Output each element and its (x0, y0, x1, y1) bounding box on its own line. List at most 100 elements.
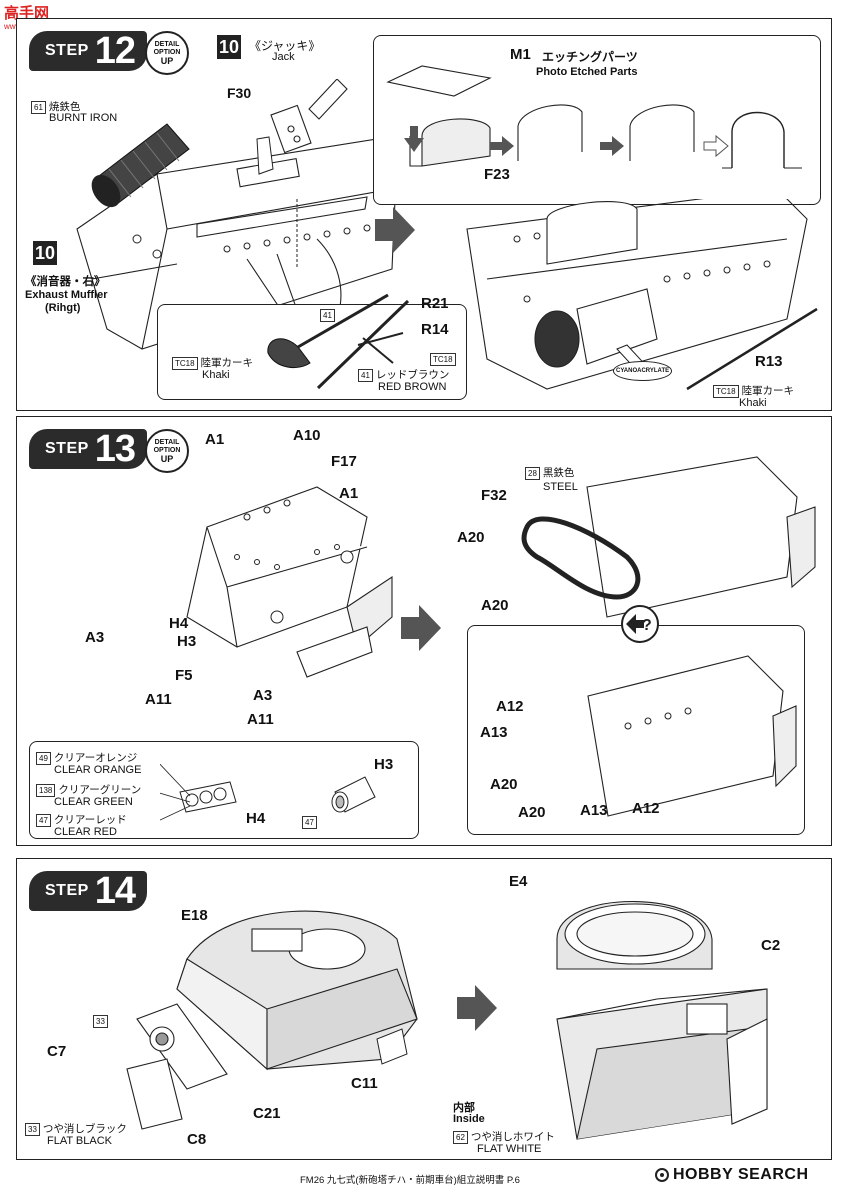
detail-top: DETAIL (154, 439, 180, 446)
alt-part-a12-top: A12 (496, 698, 524, 715)
code-33-box: 33 (93, 1015, 108, 1028)
green-jp-text: クリアーグリーン (58, 784, 142, 796)
lens-code-47: 47 (302, 816, 320, 829)
photo-etch-callout: M1 エッチングパーツ Photo Etched Parts F23 (373, 35, 821, 205)
detail-bot: UP (160, 56, 174, 66)
glue-icon: CYANOACRYLATE (613, 361, 673, 381)
detail-mid: OPTION (153, 49, 181, 56)
detail-mid: OPTION (153, 447, 181, 454)
code-41-red-box: 41 (358, 368, 373, 382)
detail-up-badge: DETAIL OPTION UP (145, 429, 189, 473)
flat-white-en: FLAT WHITE (477, 1143, 542, 1155)
lens-part-h4: H4 (246, 810, 266, 827)
hobby-search-logo: HOBBY SEARCH (655, 1166, 809, 1184)
alternative-option-callout: ? A12 A13 A20 A20 A13 A12 (467, 605, 805, 835)
part-a20-upper: A20 (457, 529, 485, 546)
muffler-jp: 《消音器・右》 (25, 276, 106, 288)
step-12-arrow (375, 207, 415, 253)
step-number: 12 (94, 29, 136, 72)
tc18-khaki-box: TC18 (172, 356, 198, 370)
part-c7: C7 (47, 1043, 67, 1060)
jack-en-label: Jack (272, 51, 295, 63)
shovel-tool-drawing (267, 293, 410, 390)
part-h3: H3 (177, 633, 197, 650)
part-a1-right: A1 (339, 485, 359, 502)
jack-number-box: 10 (217, 35, 241, 59)
burnt-iron-jp-text: 焼鉄色 (48, 101, 81, 113)
alternative-hull-drawing (587, 655, 797, 817)
hull-front-drawing (186, 486, 393, 678)
alt-part-a20-mid: A20 (490, 776, 518, 793)
r13-khaki-jp: 陸軍カーキ (741, 385, 795, 397)
alt-part-a13-top: A13 (480, 724, 508, 741)
svg-text:?: ? (642, 617, 652, 634)
muffler-number-box: 10 (33, 241, 57, 265)
part-c21: C21 (253, 1105, 281, 1122)
step-12-panel: STEP 12 DETAIL OPTION UP (16, 18, 832, 411)
code-41-box: 41 (320, 309, 335, 322)
orange-jp-text: クリアーオレンジ (53, 752, 138, 764)
muffler-en-1: Exhaust Muffler (25, 289, 108, 301)
redbrown-en: RED BROWN (378, 381, 447, 393)
part-f32: F32 (481, 487, 507, 504)
part-a3-bottom: A3 (253, 687, 273, 704)
detail-bot: UP (160, 454, 174, 464)
jack-part-number: 10 (217, 35, 241, 59)
page-footer: FM26 九七式(新砲塔チハ・前期車台)組立説明書 P.6 (300, 1175, 520, 1186)
step-14-arrow (457, 985, 497, 1031)
orange-code: 49 (36, 751, 51, 765)
lens-part-h3: H3 (374, 756, 394, 773)
part-a11-bottom: A11 (247, 711, 274, 728)
part-e4: E4 (509, 873, 528, 890)
clear-red-en: CLEAR RED (54, 826, 117, 838)
part-r14-label: R14 (421, 321, 449, 338)
logo-text: HOBBY SEARCH (673, 1166, 809, 1183)
steel-jp: 黒鉄色 (542, 467, 575, 479)
part-f17: F17 (331, 453, 357, 470)
clear-orange-en: CLEAR ORANGE (54, 764, 142, 776)
part-c11: C11 (351, 1075, 378, 1092)
r13-khaki-en: Khaki (739, 397, 767, 409)
muffler-number: 10 (33, 241, 57, 265)
step-13-arrow (401, 605, 441, 651)
glue-text: CYANOACRYLATE (616, 368, 670, 374)
inside-en: Inside (453, 1113, 485, 1125)
step-word: STEP (45, 42, 89, 59)
flat-black-en: FLAT BLACK (47, 1135, 113, 1147)
hobby-search-mark-icon (655, 1168, 669, 1182)
part-f23-label: F23 (484, 166, 510, 183)
part-a20-lower: A20 (481, 597, 509, 614)
part-r21-label: R21 (421, 295, 449, 312)
step-12-badge: STEP 12 (29, 29, 147, 72)
green-code: 138 (36, 783, 56, 797)
part-e18: E18 (181, 907, 208, 924)
part-c8: C8 (187, 1131, 207, 1148)
white-jp-text: つや消しホワイト (470, 1131, 555, 1143)
m1-en-label: Photo Etched Parts (536, 66, 638, 78)
part-a11-left: A11 (145, 691, 172, 708)
code-41-top: 41 (320, 309, 338, 322)
part-r13-label: R13 (755, 353, 783, 370)
red-code: 47 (36, 813, 51, 827)
watermark-site: 高手网 (4, 5, 50, 22)
part-a3-left: A3 (85, 629, 105, 646)
alt-part-a20-bottom: A20 (518, 804, 546, 821)
turret-code-33: 33 (93, 1015, 111, 1028)
detail-top: DETAIL (154, 41, 180, 48)
part-f30-label: F30 (227, 85, 252, 101)
part-m1-label: M1 (510, 46, 531, 63)
step-13-badge: STEP 13 (29, 428, 147, 470)
part-a1-top: A1 (205, 431, 225, 448)
black-code: 33 (25, 1122, 40, 1136)
jack-jp-label: 《ジャッキ》 (249, 39, 321, 53)
step-word: STEP (45, 882, 89, 899)
